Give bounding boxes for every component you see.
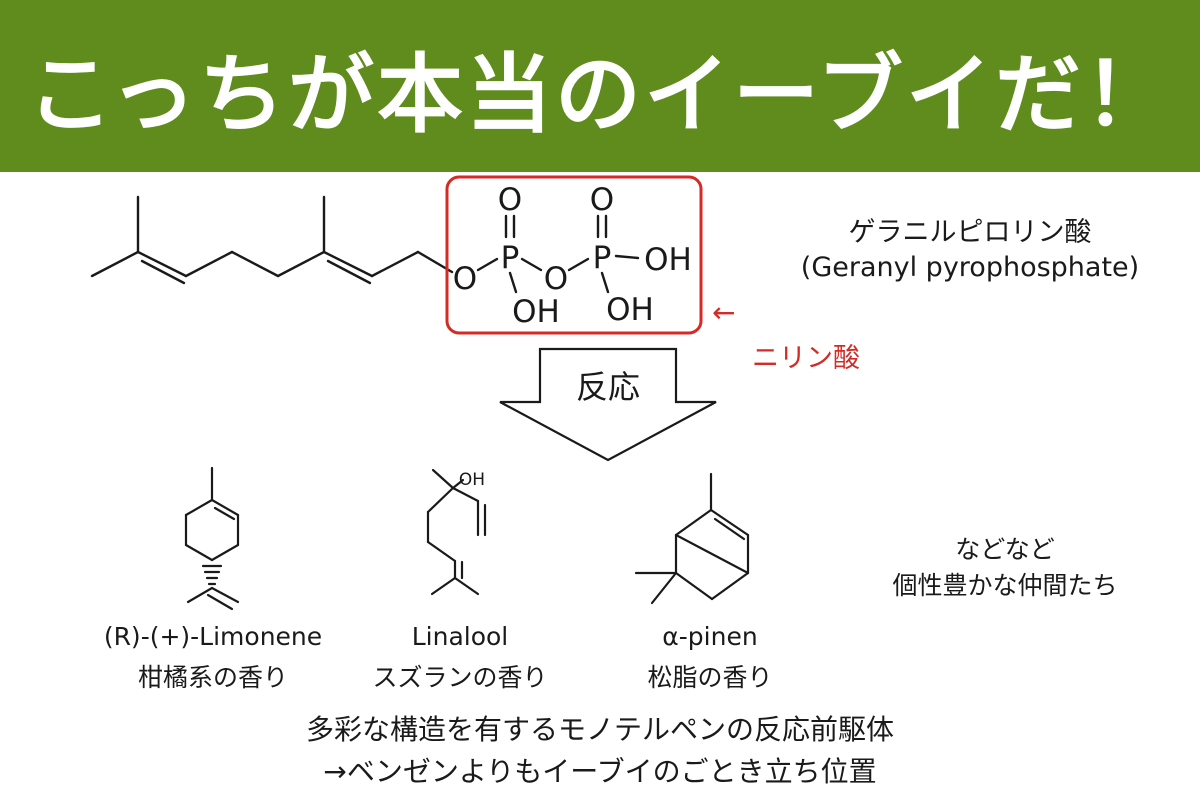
atom-o: O <box>453 261 477 297</box>
title-banner: こっちが本当のイーブイだ！ <box>0 0 1200 172</box>
reaction-label: 反応 <box>575 368 640 406</box>
product-name-alpha-pinene: α-pinen <box>662 622 758 651</box>
atom-p: P <box>501 240 520 276</box>
atom-oh: OH <box>606 292 654 328</box>
product-description-alpha-pinene: 松脂の香り <box>647 663 773 692</box>
atom-o: O <box>590 182 614 218</box>
geranyl-chain-structure <box>90 195 454 285</box>
product-description-linalool: スズランの香り <box>372 663 548 692</box>
alpha-pinene-structure <box>634 472 750 605</box>
atom-oh: OH <box>459 470 485 490</box>
footer-line1: 多彩な構造を有するモノテルペンの反応前駆体 <box>305 713 894 746</box>
limonene-structure <box>184 466 240 611</box>
others-line1: などなど <box>955 535 1055 564</box>
product-name-linalool: Linalool <box>411 622 509 651</box>
product-description-limonene: 柑橘系の香り <box>137 663 288 692</box>
others-line2: 個性豊かな仲間たち <box>892 571 1118 600</box>
footer-line2: →ベンゼンよりもイーブイのごとき立ち位置 <box>323 755 877 788</box>
page-title: こっちが本当のイーブイだ！ <box>27 44 1173 145</box>
highlight-label: ニリン酸 <box>752 343 860 374</box>
annotation-arrow: ← <box>712 296 736 329</box>
atom-o: O <box>498 182 522 218</box>
atom-oh: OH <box>644 242 692 278</box>
pyrophosphate-highlight-box <box>445 175 703 335</box>
atom-oh: OH <box>512 294 560 330</box>
atom-p: P <box>593 240 612 276</box>
reaction-arrow <box>499 347 717 462</box>
linalool-structure <box>426 468 487 596</box>
pyrophosphate-bonds <box>476 214 640 294</box>
product-name-limonene: (R)-(+)-Limonene <box>103 622 323 651</box>
precursor-name-jp: ゲラニルピロリン酸 <box>848 217 1092 248</box>
atom-o: O <box>544 261 568 297</box>
precursor-name-en: (Geranyl pyrophosphate) <box>800 252 1140 283</box>
